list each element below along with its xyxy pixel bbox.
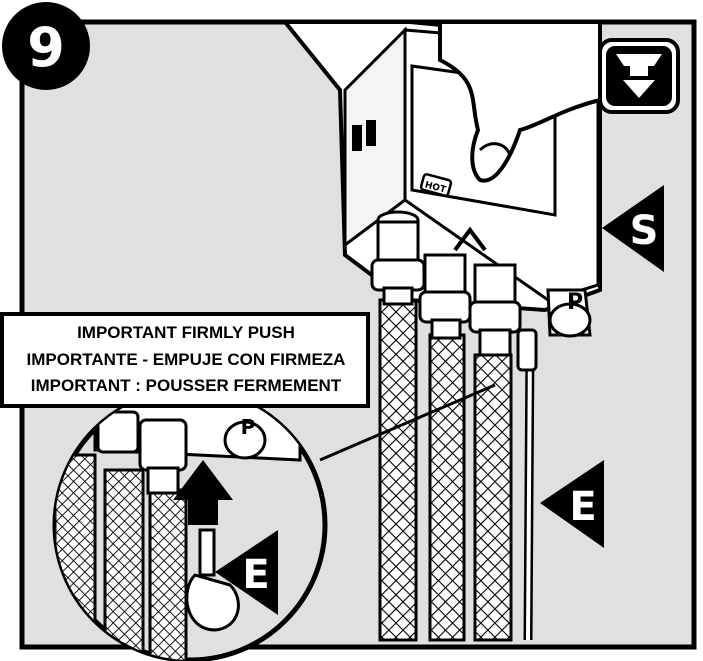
detail-leader-line — [319, 383, 496, 462]
electrical-marker: E — [540, 460, 604, 548]
instruction-line-en: IMPORTANT FIRMLY PUSH — [77, 323, 295, 342]
hose-fitting-left — [370, 210, 426, 306]
push-arrow-icon — [173, 460, 233, 525]
detail-callout: P E — [52, 387, 328, 661]
port-label: P — [567, 290, 583, 315]
hand-illustration — [438, 20, 602, 183]
electrical-marker-label: E — [569, 484, 596, 530]
supply-hoses — [370, 210, 522, 642]
supply-marker-label: S — [630, 208, 659, 254]
detail-port-label: P — [241, 415, 256, 439]
instruction-line-es: IMPORTANTE - EMPUJE CON FIRMEZA — [27, 350, 346, 369]
instruction-line-fr: IMPORTANT : POUSSER FERMEMENT — [31, 376, 342, 395]
detail-electrical-marker: E — [215, 530, 278, 615]
step-number: 9 — [27, 16, 65, 79]
under-sink-install-icon — [598, 38, 680, 114]
electrical-cable — [516, 328, 538, 641]
hose-fitting-right — [468, 263, 522, 357]
hot-badge: HOT — [419, 173, 453, 197]
supply-marker: S — [602, 185, 664, 272]
detail-electrical-marker-label: E — [242, 552, 269, 598]
step-badge: 9 — [2, 2, 90, 90]
instruction-box: IMPORTANT FIRMLY PUSH IMPORTANTE - EMPUJ… — [0, 312, 370, 408]
hose-fitting-middle — [418, 226, 487, 340]
